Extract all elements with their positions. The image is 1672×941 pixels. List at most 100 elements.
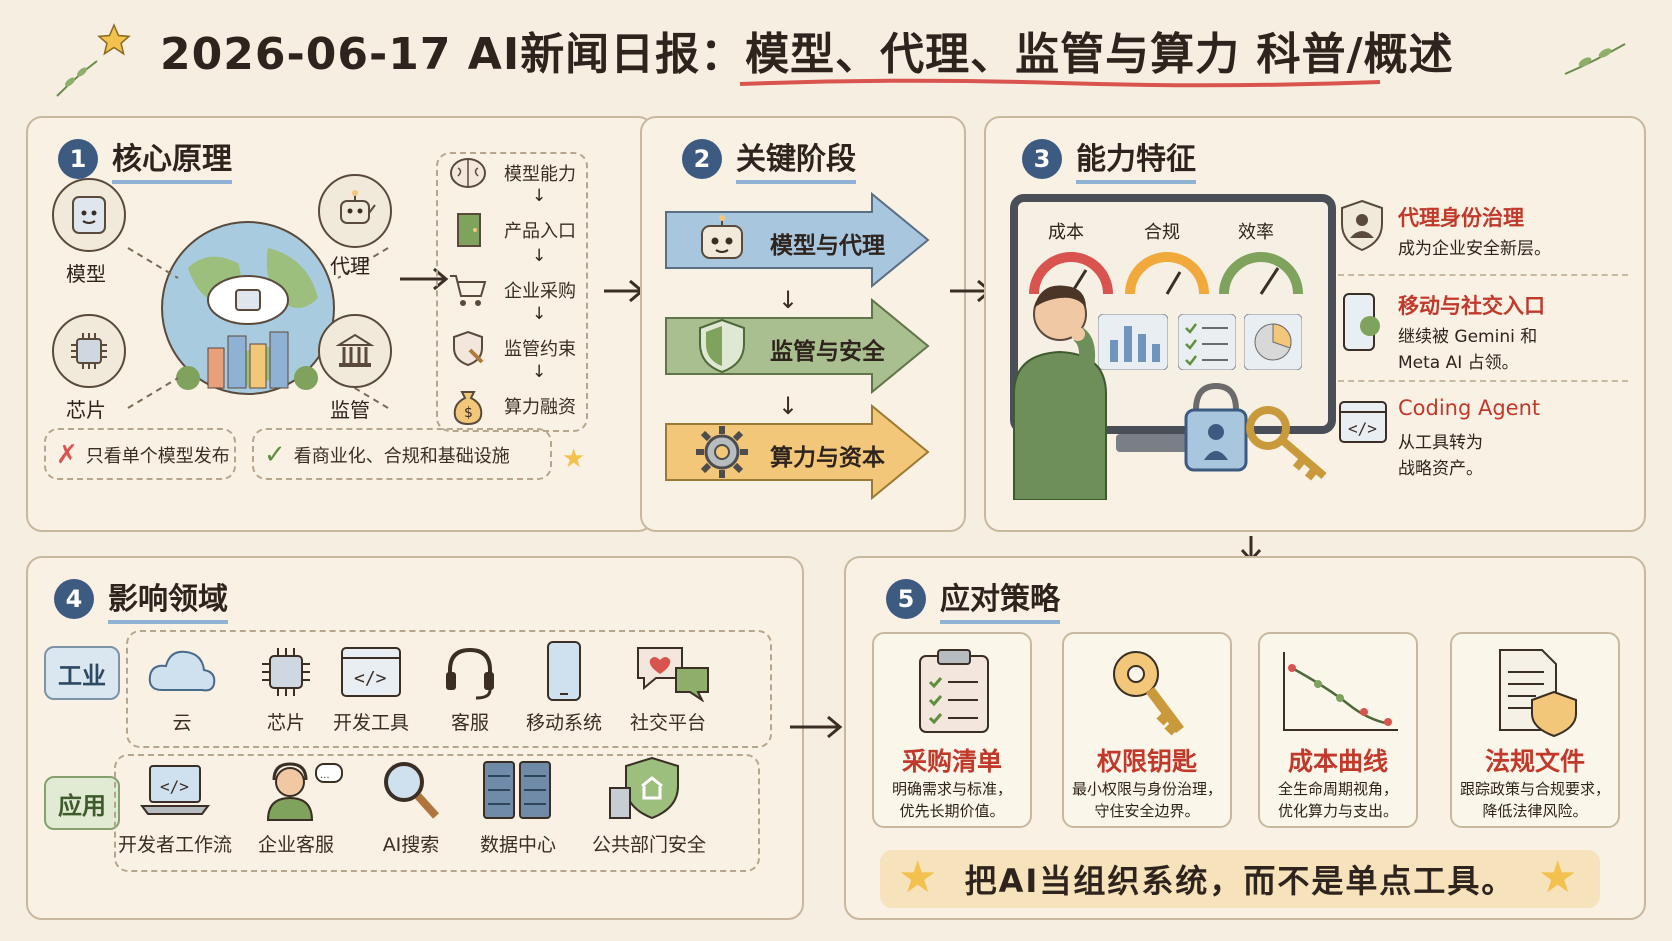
lock-key-icon: [1184, 382, 1327, 481]
divider: [1338, 274, 1628, 276]
strategy-card: 法规文件 跟踪政策与合规要求，降低法律风险。: [1450, 632, 1620, 828]
leaf-decoration-icon: [1564, 43, 1626, 75]
divider: [1338, 380, 1628, 382]
shield-person-icon: [1341, 199, 1383, 252]
svg-text:$: $: [464, 405, 473, 421]
feature-desc: 从工具转为: [1398, 433, 1483, 453]
strategy-title: 法规文件: [1484, 747, 1585, 776]
down-arrow-icon: ↓: [778, 392, 799, 420]
stage-label: 算力与资本: [770, 445, 885, 471]
gauge-label: 合规: [1144, 222, 1180, 243]
feature-desc: 成为企业安全新层。: [1398, 239, 1551, 259]
leaf-decoration-icon: [56, 60, 98, 97]
industry-label: 客服: [450, 712, 489, 734]
stage-arrow-orange: [665, 403, 930, 501]
chip-node-label: 芯片: [66, 398, 106, 422]
application-label: 数据中心: [479, 834, 556, 856]
flow-step-label: 产品入口: [504, 221, 576, 242]
cross-icon: ✗: [56, 440, 78, 470]
strategy-title: 权限钥匙: [1096, 747, 1197, 776]
industry-tag: 工业: [44, 646, 120, 700]
wrong-approach: ✗ 只看单个模型发布: [56, 440, 230, 470]
right-approach-label: 看商业化、合规和基础设施: [293, 446, 510, 467]
strategy-desc: 最小权限与身份治理，守住安全边界。: [1071, 780, 1222, 820]
application-label: 开发者工作流: [117, 834, 232, 856]
industry-label: 芯片: [266, 712, 305, 734]
chip-node-icon: [52, 314, 126, 388]
flow-box: [436, 152, 588, 432]
down-arrow-icon: ↓: [778, 286, 799, 314]
svg-text:...: ...: [320, 770, 330, 781]
shopping-cart-icon: [450, 275, 487, 306]
gauge-efficiency-icon: [1219, 252, 1303, 295]
section-title: 关键阶段: [736, 134, 856, 184]
bar-chart-icon: [1098, 314, 1168, 370]
mobile-chat-icon: [1343, 293, 1380, 351]
document-shield-icon: [1499, 649, 1577, 738]
section-title: 影响领域: [108, 574, 228, 624]
feature-desc: 战略资产。: [1398, 459, 1483, 479]
headset-icon: [446, 647, 494, 700]
gavel-shield-icon: [453, 330, 484, 367]
svg-text:</>: </>: [354, 668, 387, 689]
robot-icon: [701, 215, 743, 259]
wrong-approach-label: 只看单个模型发布: [85, 446, 230, 467]
flow-arrow: ↓: [532, 186, 547, 206]
right-approach: ✓ 看商业化、合规和基础设施: [264, 440, 510, 470]
code-window-icon: </>: [1339, 401, 1387, 443]
flow-step: $ 算力融资: [448, 386, 576, 426]
public-security-icon: [609, 756, 679, 820]
shield-icon: [699, 318, 745, 374]
brain-icon: [450, 158, 486, 188]
feature-desc: 继续被 Gemini 和: [1398, 327, 1538, 347]
stage-label: 监管与安全: [770, 339, 885, 365]
strategy-desc: 明确需求与标准，优先长期价值。: [891, 780, 1012, 820]
feature-title: 移动与社交入口: [1398, 294, 1545, 318]
globe-icon: [161, 221, 335, 395]
strategy-card: 采购清单 明确需求与标准，优先长期价值。: [872, 632, 1032, 828]
feature-desc: Meta AI 占领。: [1398, 353, 1519, 373]
mobile-phone-icon: [547, 641, 581, 701]
agent-node-icon: [318, 174, 392, 248]
strategy-title: 采购清单: [901, 747, 1002, 776]
section-number: 4: [54, 579, 94, 619]
flow-step-label: 企业采购: [504, 281, 576, 302]
flow-step-label: 监管约束: [504, 339, 576, 360]
cost-curve-chart-icon: [1283, 652, 1398, 731]
check-icon: ✓: [264, 440, 286, 470]
panel-key-stages: 2 关键阶段 模型与代理 ↓ 监管与安全 ↓ 算力与资本: [640, 116, 966, 532]
industry-label: 开发工具: [332, 712, 409, 734]
magnifier-icon: [384, 762, 439, 819]
gauge-label: 效率: [1238, 222, 1274, 243]
flow-step-label: 模型能力: [504, 164, 576, 185]
money-bag-icon: $: [453, 391, 483, 426]
feature-title: Coding Agent: [1398, 396, 1541, 420]
flow-step: 产品入口: [448, 210, 576, 250]
strategy-desc: 跟踪政策与合规要求，降低法律风险。: [1459, 780, 1610, 820]
regulation-node-label: 监管: [330, 398, 370, 422]
key-icon: [1113, 651, 1184, 736]
flow-step: 模型能力: [448, 156, 576, 190]
star-icon: ★: [1538, 852, 1578, 903]
flow-arrow: ↓: [532, 362, 547, 382]
regulation-node-icon: [318, 314, 392, 388]
right-approach-box: [252, 428, 552, 480]
clipboard-checklist-icon: [919, 649, 989, 733]
flow-step: 企业采购: [448, 270, 576, 310]
section-number: 5: [886, 579, 926, 619]
application-label: 公共部门安全: [591, 834, 706, 856]
server-rack-icon: [483, 761, 551, 819]
flow-arrow: ↓: [532, 246, 547, 266]
strategy-card: 权限钥匙 最小权限与身份治理，守住安全边界。: [1062, 632, 1232, 828]
star-icon: ★: [562, 444, 586, 474]
industry-row: [126, 630, 772, 748]
flow-step-label: 算力融资: [504, 397, 576, 418]
stage-label: 模型与代理: [770, 233, 885, 259]
code-window-icon: </>: [341, 647, 401, 697]
svg-text:</>: </>: [1348, 419, 1377, 438]
strategy-desc: 全生命周期视角，优化算力与支出。: [1277, 780, 1398, 820]
page-title: 2026-06-17 AI新闻日报：模型、代理、监管与算力 科普/概述: [160, 29, 1454, 80]
industry-label: 社交平台: [629, 712, 706, 734]
panel-capability-features: 3 能力特征 成本 合规 效率 代理身份治理 成为企业安全新层。 移动与社交入口…: [984, 116, 1646, 532]
motto-banner: 把AI当组织系统，而不是单点工具。: [880, 850, 1600, 908]
